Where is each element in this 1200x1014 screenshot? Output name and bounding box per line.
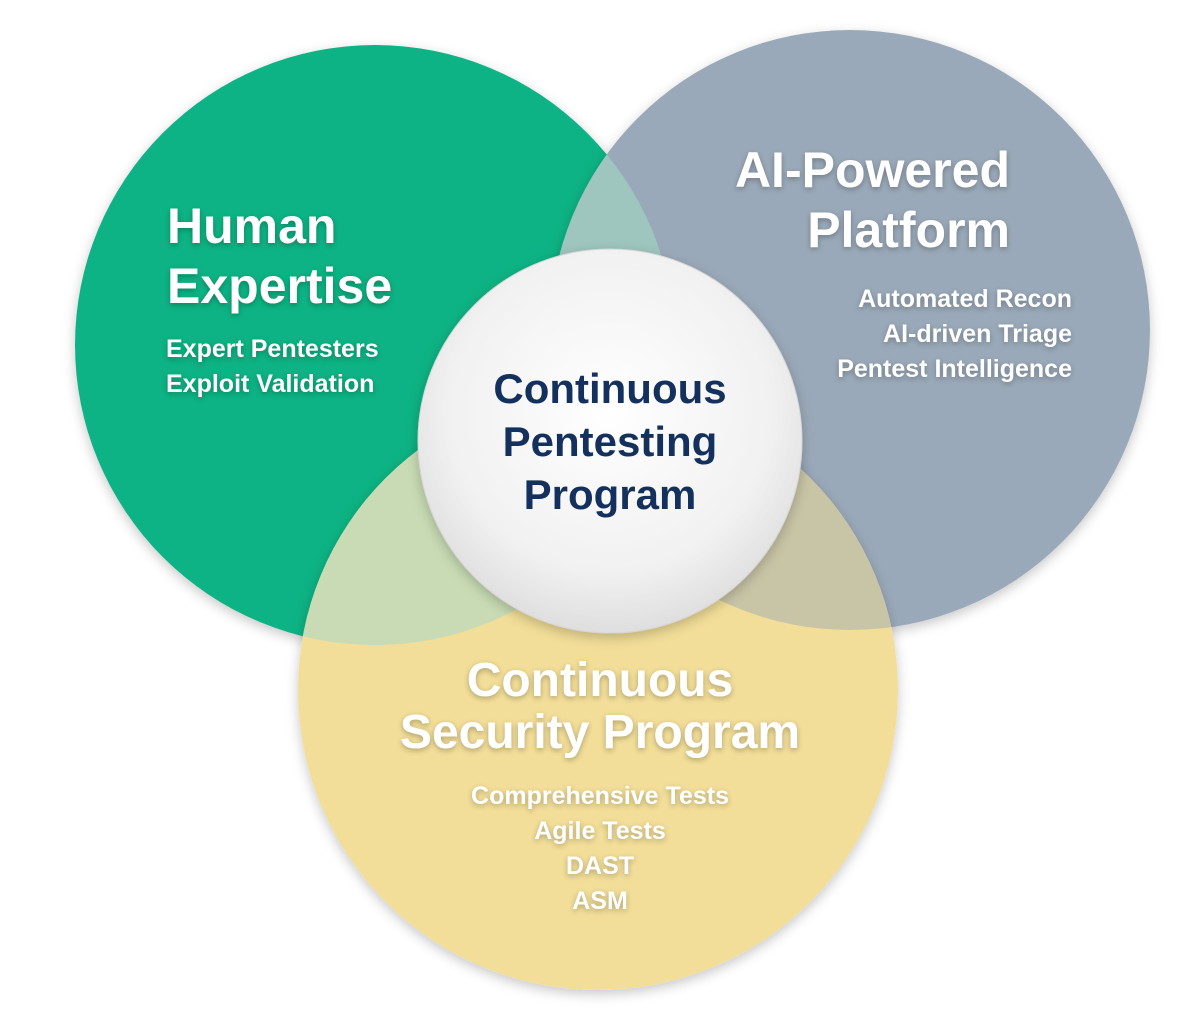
center-title-line-1: Continuous xyxy=(493,365,727,412)
human-expertise-item: Exploit Validation xyxy=(166,370,375,398)
human-expertise-label: Human Expertise Expert Pentesters Exploi… xyxy=(150,196,430,402)
ai-platform-item: Pentest Intelligence xyxy=(837,355,1072,383)
ai-platform-title-line-2: Platform xyxy=(807,202,1010,258)
center-title-line-3: Program xyxy=(523,471,697,518)
human-expertise-title-line-2: Expertise xyxy=(167,258,393,314)
ai-platform-items: Automated Recon AI-driven Triage Pentest… xyxy=(652,282,1072,387)
security-program-item: Comprehensive Tests xyxy=(471,782,729,810)
center-title-line-2: Pentesting xyxy=(502,418,718,465)
ai-platform-title-line-1: AI-Powered xyxy=(734,142,1010,198)
security-program-item: ASM xyxy=(572,887,628,915)
center-label: Continuous Pentesting Program xyxy=(470,362,750,521)
ai-platform-label: AI-Powered Platform Automated Recon AI-d… xyxy=(652,140,1072,387)
human-expertise-items: Expert Pentesters Exploit Validation xyxy=(150,332,430,402)
security-program-item: Agile Tests xyxy=(534,817,666,845)
human-expertise-item: Expert Pentesters xyxy=(166,335,379,363)
security-program-label: Continuous Security Program Comprehensiv… xyxy=(300,655,900,919)
center-circle xyxy=(417,248,803,634)
security-program-items: Comprehensive Tests Agile Tests DAST ASM xyxy=(300,779,900,919)
ai-platform-item: AI-driven Triage xyxy=(883,320,1072,348)
security-program-title-line-1: Continuous xyxy=(466,654,734,707)
security-program-title-line-2: Security Program xyxy=(399,706,801,759)
human-expertise-title-line-1: Human xyxy=(167,198,337,254)
security-program-item: DAST xyxy=(565,852,635,880)
ai-platform-item: Automated Recon xyxy=(858,285,1072,313)
